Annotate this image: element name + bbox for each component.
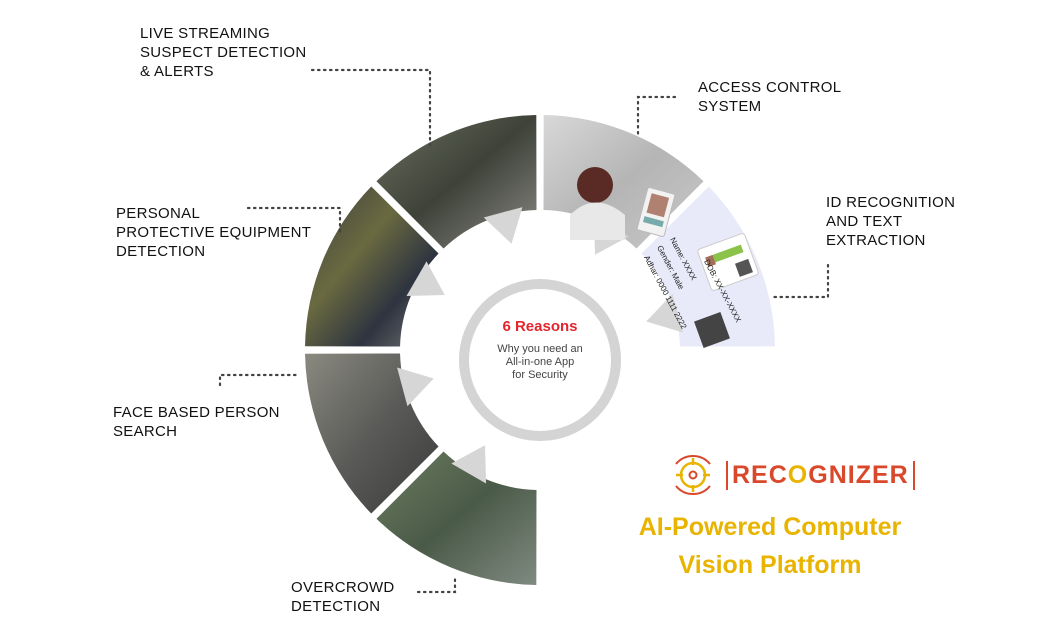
leader-line-crowd xyxy=(416,576,457,594)
arrow-icon xyxy=(451,445,487,484)
logo-wordmark: RECOGNIZER xyxy=(726,460,915,490)
qr-code-image xyxy=(694,312,730,348)
person-body-image xyxy=(570,202,625,240)
arrow-icon xyxy=(483,207,523,244)
label-id-recognition: ID Recognitionand TextExtraction xyxy=(826,194,956,249)
label-overcrowd: OvercrowdDetection xyxy=(291,579,395,615)
label-access-control: Access ControlSystem xyxy=(698,79,842,115)
person-head-image xyxy=(577,167,613,203)
label-face-search: Face Based PersonSearch xyxy=(113,404,280,440)
id-card-image xyxy=(697,233,759,291)
leader-line-ppe xyxy=(246,206,342,234)
arrow-icon xyxy=(646,293,683,333)
recognizer-logo: RECOGNIZER xyxy=(668,450,915,500)
label-live-streaming: Live StreamingSuspect Detection& Alerts xyxy=(140,25,307,80)
leader-line-id xyxy=(768,263,830,299)
arrow-icon xyxy=(406,261,445,297)
center-ring xyxy=(459,279,621,441)
leader-line-access xyxy=(636,95,677,137)
leader-line-live xyxy=(310,68,432,147)
arrow-icon xyxy=(397,367,434,407)
label-ppe-detection: PersonalProtective EquipmentDetection xyxy=(116,205,312,260)
leader-line-face xyxy=(218,373,302,387)
access-badge-image xyxy=(636,187,676,237)
center-title: 6 Reasons xyxy=(502,318,578,335)
segment-crowd xyxy=(376,451,537,585)
segment-ppe xyxy=(305,186,439,347)
target-icon xyxy=(675,454,711,496)
